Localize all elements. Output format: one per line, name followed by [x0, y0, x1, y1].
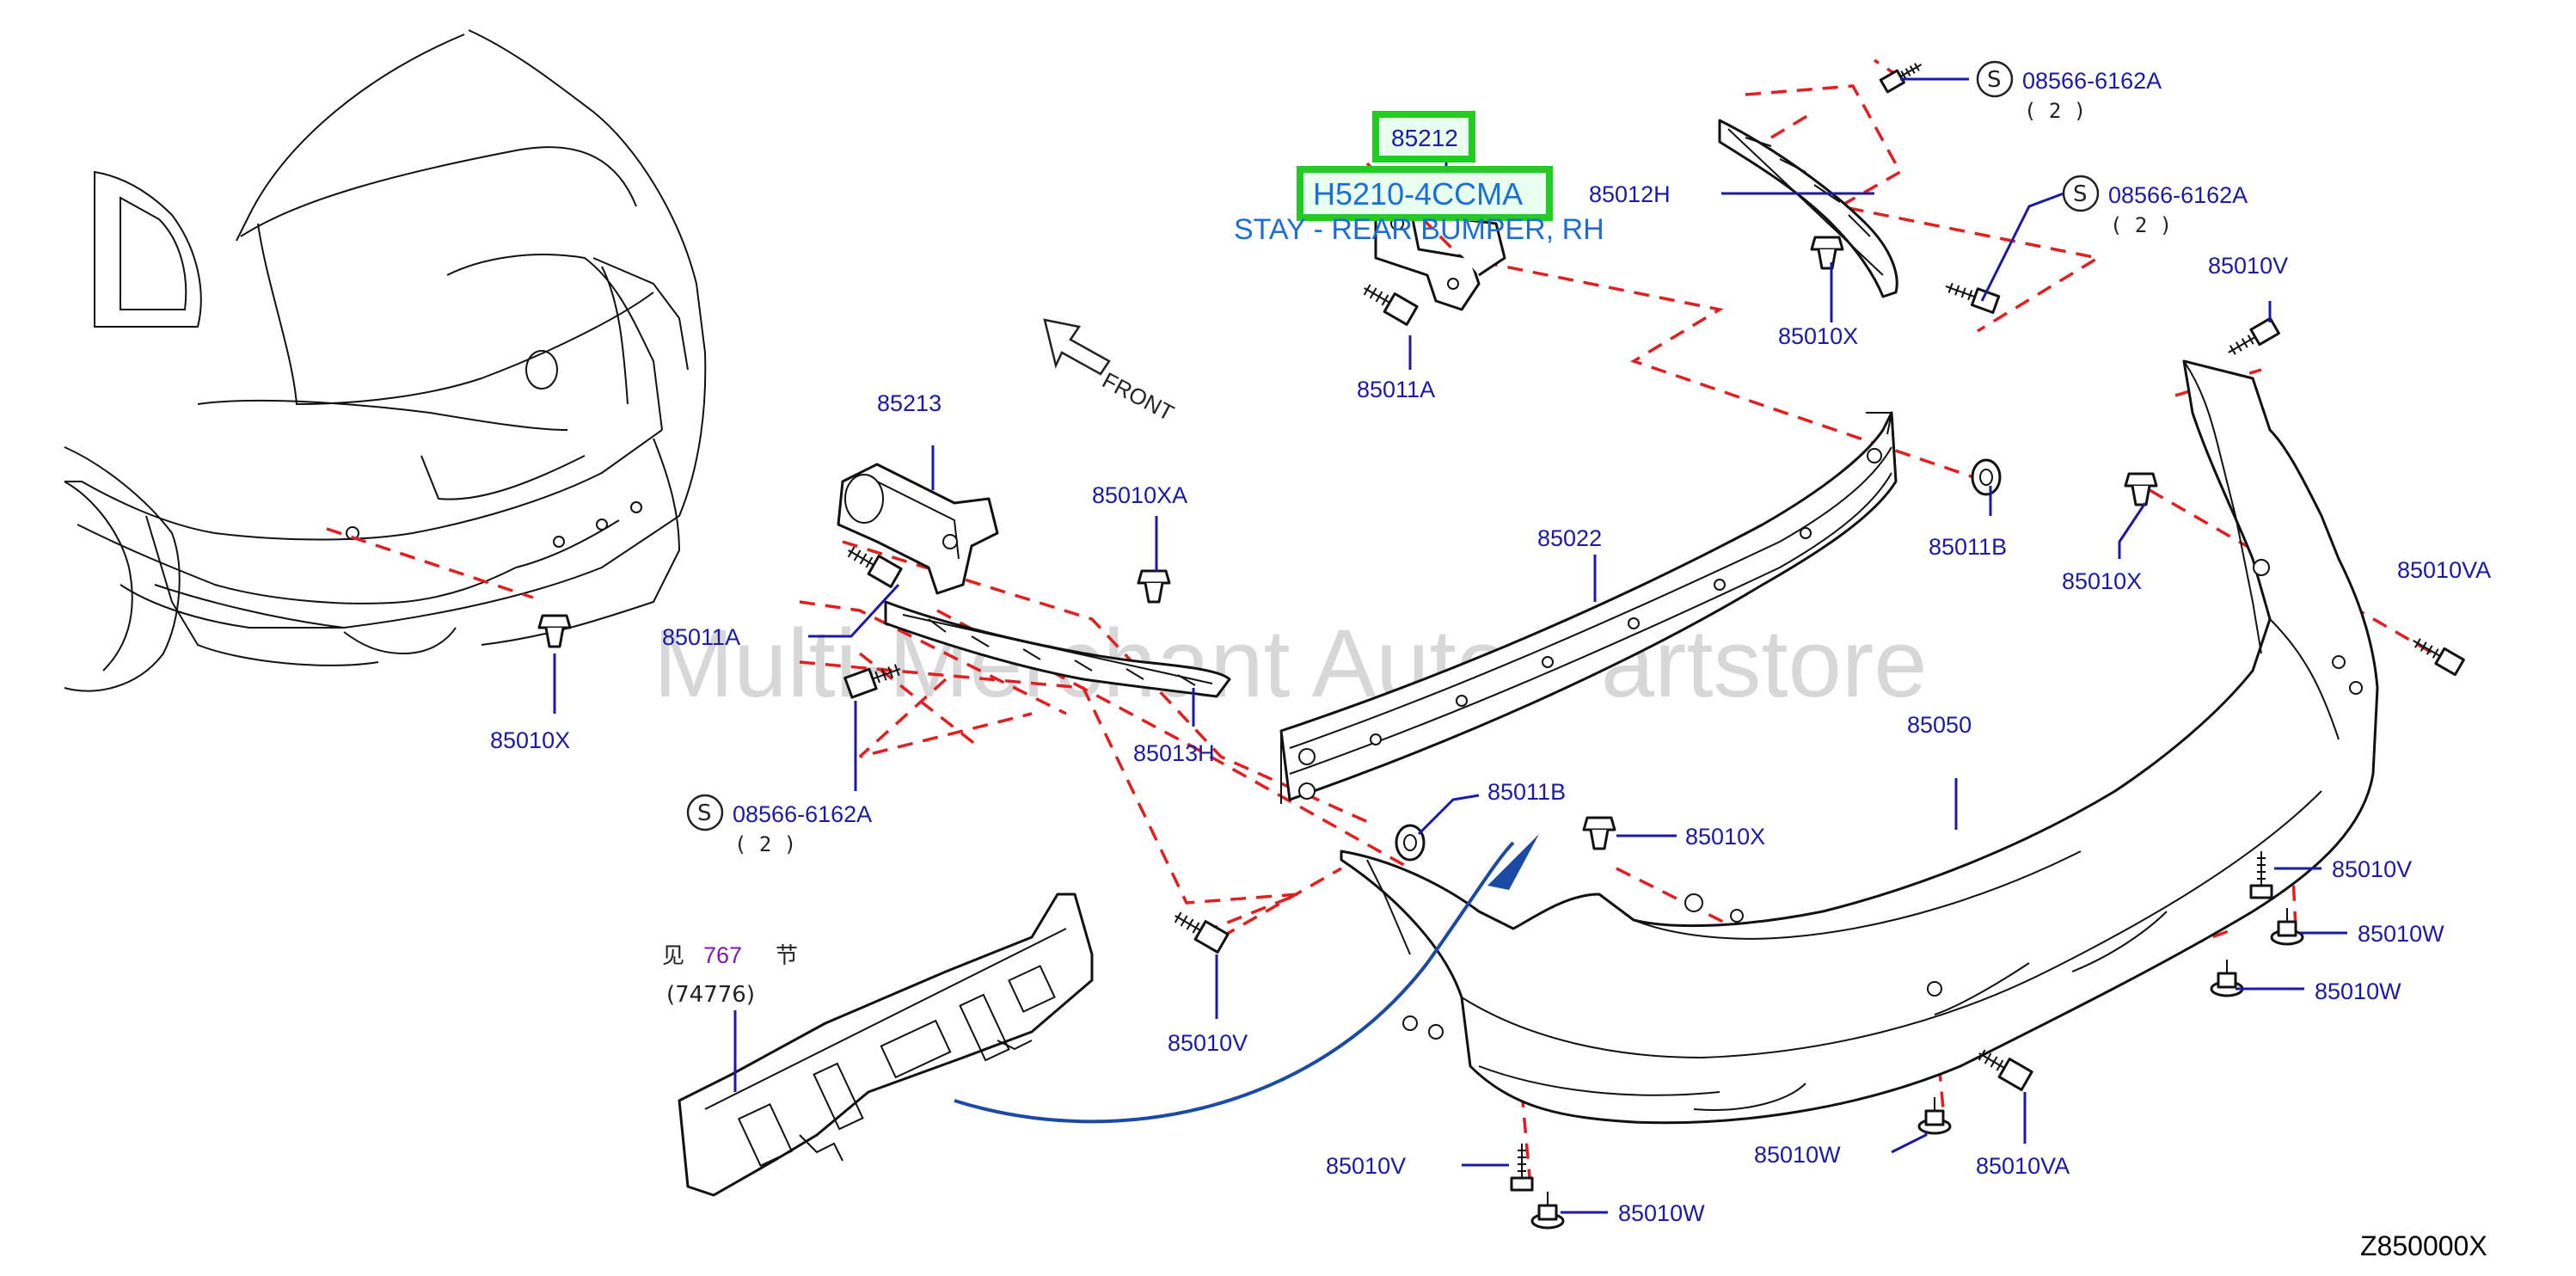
reinforcement-85013H[interactable]: [884, 600, 1231, 698]
label-85050[interactable]: 85050: [1907, 712, 1972, 738]
screw-callout-left: S 08566-6162A ( 2 ): [686, 794, 872, 856]
s-marker-icon: [2062, 175, 2100, 212]
bolt-icon: [1174, 911, 1230, 954]
label-85010X-center[interactable]: 85010X: [1685, 824, 1765, 850]
screw-code: 08566-6162A: [733, 801, 872, 827]
label-85010X-top[interactable]: 85010X: [1778, 323, 1858, 349]
clip-icon: [1810, 236, 1844, 270]
bolt-icon: [1363, 284, 1419, 326]
highlighted-part-callout[interactable]: 85212 H5210-4CCMA STAY - REAR BUMPER, RH: [1234, 111, 1604, 246]
label-85010W-r2[interactable]: 85010W: [2315, 978, 2401, 1004]
part-labels: 85012H 85010X 85010V 85011A 85213 85010X…: [490, 181, 2491, 1226]
reinforcement-85012H[interactable]: [1718, 119, 1898, 298]
label-85012H[interactable]: 85012H: [1589, 181, 1671, 207]
label-85010V-mid[interactable]: 85010V: [1168, 1030, 1248, 1056]
s-marker: S: [1987, 67, 2002, 93]
screw-callout-mid: S 08566-6162A ( 2 ): [2062, 175, 2248, 237]
see-suffix: 节: [776, 943, 798, 969]
front-direction-indicator: FRONT: [1043, 318, 1178, 426]
bolt-icon: [847, 546, 903, 588]
flange-bolt-icon: [1530, 1192, 1565, 1230]
label-85022[interactable]: 85022: [1537, 525, 1602, 551]
label-85213[interactable]: 85213: [877, 390, 941, 416]
nut-icon: [1395, 824, 1426, 862]
label-85011B-right[interactable]: 85011B: [1929, 534, 2007, 560]
flange-bolt-icon: [2210, 960, 2244, 997]
screw-code: 08566-6162A: [2022, 68, 2162, 94]
clip-icon: [537, 614, 572, 648]
nut-icon: [1971, 458, 2002, 496]
see-ref-code: (74776): [666, 982, 755, 1008]
label-85010W-r1[interactable]: 85010W: [2358, 921, 2444, 947]
screw-icon: [1510, 1144, 1534, 1192]
label-85011A-top[interactable]: 85011A: [1357, 377, 1435, 402]
label-85010V-r1[interactable]: 85010V: [2332, 856, 2412, 882]
part-number-box: [1372, 111, 1475, 163]
label-85010X-left[interactable]: 85010X: [490, 727, 570, 753]
front-label: FRONT: [1098, 367, 1178, 426]
screw-qty: ( 2 ): [2110, 213, 2172, 237]
clip-icon: [1137, 569, 1171, 604]
highlight-part-number[interactable]: 85212: [1391, 125, 1458, 151]
diagram-code: Z850000X: [2360, 1230, 2487, 1261]
heat-shield-74776: [678, 893, 1094, 1197]
screw-callout-top: S 08566-6162A ( 2 ): [1976, 60, 2162, 123]
screw-icon: [2249, 851, 2273, 899]
see-section-number[interactable]: 767: [703, 942, 742, 968]
label-85010V-top[interactable]: 85010V: [2208, 253, 2288, 279]
watermark-text: Multi-Merchant Auto Partstore: [653, 610, 1927, 717]
placement-arrow: [954, 841, 1515, 1124]
flange-bolt-icon: [2270, 908, 2304, 946]
screw-code: 08566-6162A: [2108, 182, 2248, 208]
highlight-description: STAY - REAR BUMPER, RH: [1234, 213, 1604, 246]
label-85010VA-right[interactable]: 85010VA: [2397, 557, 2491, 583]
bolt-icon: [843, 664, 901, 699]
placement-arrowhead: [1487, 834, 1539, 890]
bracket-85213[interactable]: [837, 463, 999, 595]
fasteners: [537, 63, 2465, 1230]
oem-code-box: [1297, 166, 1553, 221]
label-85010V-bottom[interactable]: 85010V: [1326, 1153, 1406, 1179]
label-85010VA-bottom[interactable]: 85010VA: [1976, 1153, 2070, 1179]
s-marker: S: [2073, 181, 2088, 207]
bolt-icon: [1945, 282, 2001, 315]
bolt-icon: [2228, 316, 2280, 355]
s-marker: S: [697, 801, 712, 826]
label-85010W-bottom[interactable]: 85010W: [1618, 1200, 1705, 1226]
bumper-beam-85022[interactable]: [1279, 411, 1898, 804]
oem-code-box-fill: [1300, 169, 1549, 218]
see-section-reference[interactable]: 见 767 节 (74776): [662, 942, 798, 1008]
highlight-oem-code[interactable]: H5210-4CCMA: [1313, 176, 1523, 212]
bolt-icon: [1879, 63, 1923, 94]
clip-icon: [2124, 472, 2158, 506]
screw-qty: ( 2 ): [2024, 99, 2086, 123]
s-marker-icon: [686, 794, 724, 831]
bolt-icon: [2413, 638, 2465, 677]
leader-lines: [553, 77, 2347, 1214]
label-85013H[interactable]: 85013H: [1133, 740, 1215, 766]
label-85010W-bot2[interactable]: 85010W: [1754, 1142, 1841, 1168]
clip-icon: [1582, 816, 1616, 850]
flange-bolt-icon: [1917, 1097, 1952, 1135]
see-prefix: 见: [662, 943, 684, 969]
label-85011A-left[interactable]: 85011A: [662, 624, 740, 650]
rear-bumper-fascia-85050[interactable]: [1340, 359, 2379, 1125]
s-marker-icon: [1976, 60, 2014, 98]
part-number-box-fill: [1376, 114, 1472, 159]
label-85011B-center[interactable]: 85011B: [1487, 779, 1566, 805]
bolt-icon: [1978, 1049, 2033, 1091]
screw-qty: ( 2 ): [734, 832, 796, 856]
vehicle-rear-illustration: [64, 29, 707, 692]
label-85010X-right[interactable]: 85010X: [2062, 568, 2142, 594]
label-85010XA[interactable]: 85010XA: [1092, 482, 1187, 508]
